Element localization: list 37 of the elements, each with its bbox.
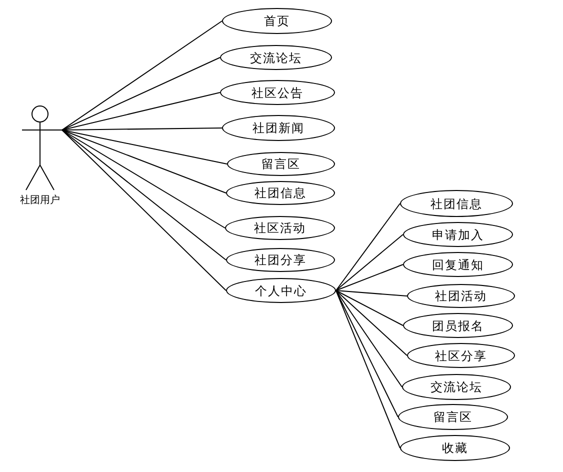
use-case-ellipse: 交流论坛 [220,45,332,70]
association-line [336,203,400,291]
use-case-ellipse: 社团分享 [226,248,335,272]
association-line [336,290,400,448]
association-line [62,20,222,130]
association-line [336,290,408,356]
use-case-ellipse: 回复通知 [403,252,513,277]
use-case-ellipse: 社团信息 [226,181,335,205]
association-line [62,130,226,260]
association-line [62,92,220,130]
association-line [62,130,226,291]
association-line [62,57,220,130]
association-line [336,290,402,388]
use-case-ellipse: 社区分享 [407,343,515,368]
association-line [336,290,398,418]
association-line [336,234,404,291]
use-case-ellipse: 个人中心 [226,278,336,303]
association-line [62,130,226,228]
use-case-ellipse: 社区活动 [225,216,335,240]
use-case-ellipse: 首页 [222,8,332,34]
association-line [336,290,404,326]
use-case-ellipse: 留言区 [398,404,508,430]
use-case-ellipse: 交流论坛 [402,374,511,400]
actor-label: 社团用户 [20,195,60,207]
use-case-ellipse: 留言区 [227,152,335,176]
use-case-ellipse: 社团新闻 [222,115,335,141]
use-case-ellipse: 社区公告 [220,80,335,105]
association-line [62,130,228,164]
association-line [62,130,226,194]
use-case-ellipse: 申请加入 [403,222,513,247]
use-case-ellipse: 团员报名 [403,313,513,338]
use-case-ellipse: 社团信息 [400,190,513,217]
use-case-ellipse: 收藏 [400,435,510,461]
association-line [62,128,222,130]
use-case-ellipse: 社团活动 [407,284,515,308]
association-line [336,264,404,291]
association-line [336,290,408,296]
